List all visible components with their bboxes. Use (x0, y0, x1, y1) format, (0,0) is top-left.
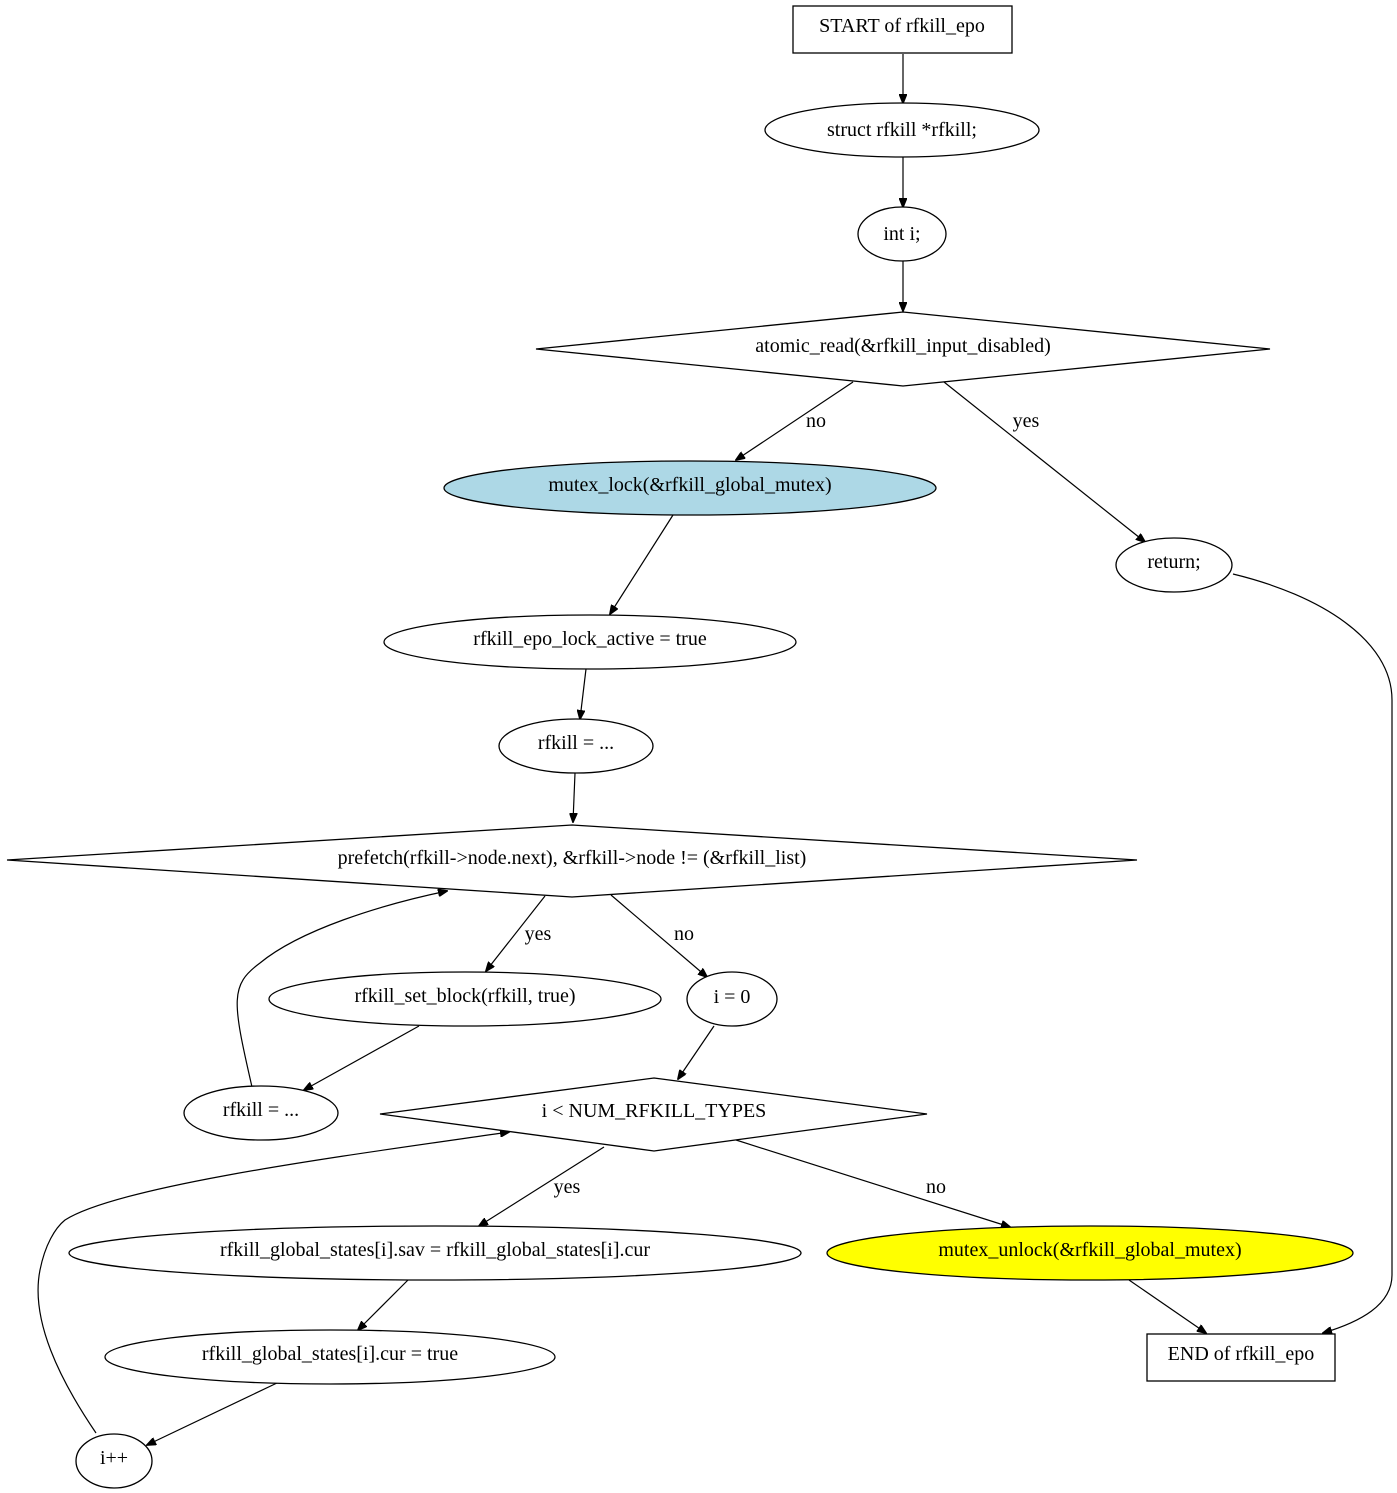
edge-label-disabled-yes: yes (1013, 410, 1040, 432)
node-mutex-lock-label: mutex_lock(&rfkill_global_mutex) (548, 474, 831, 496)
node-return: return; (1115, 537, 1233, 593)
node-start-label: START of rfkill_epo (819, 15, 985, 37)
node-lock-active-label: rfkill_epo_lock_active = true (473, 628, 707, 650)
node-i-init-label: i = 0 (714, 986, 751, 1008)
edge-cond-disabled-no (736, 381, 854, 460)
node-rfkill-next: rfkill = ... (183, 1085, 339, 1141)
node-rfkill-init-label: rfkill = ... (538, 732, 614, 754)
node-mutex-lock: mutex_lock(&rfkill_global_mutex) (443, 460, 937, 516)
node-end-label: END of rfkill_epo (1168, 1343, 1315, 1365)
node-rfkill-next-label: rfkill = ... (223, 1099, 299, 1121)
edge-sav-to-cur (358, 1279, 409, 1330)
edge-cond-types-no (735, 1139, 1010, 1227)
edge-lock-active-to-rfkill-init (580, 668, 587, 719)
node-cond-list: prefetch(rfkill->node.next), &rfkill->no… (6, 824, 1138, 898)
edge-return-to-end (1232, 573, 1393, 1333)
node-decl-rfkill: struct rfkill *rfkill; (764, 102, 1040, 158)
edges (37, 54, 1393, 1445)
node-cur-assign: rfkill_global_states[i].cur = true (104, 1329, 556, 1385)
edge-cond-list-no (610, 894, 707, 977)
edge-label-list-no: no (674, 923, 694, 945)
edge-i-inc-loop-back (37, 1132, 509, 1434)
node-i-inc-label: i++ (100, 1447, 128, 1469)
node-sav-assign: rfkill_global_states[i].sav = rfkill_glo… (68, 1225, 802, 1281)
edge-set-block-to-rfkill-next (304, 1025, 420, 1090)
edge-label-types-no: no (926, 1176, 946, 1198)
edge-label-disabled-no: no (806, 410, 826, 432)
node-start: START of rfkill_epo (792, 5, 1013, 54)
node-set-block: rfkill_set_block(rfkill, true) (268, 971, 662, 1027)
node-lock-active: rfkill_epo_lock_active = true (383, 614, 797, 670)
node-cur-assign-label: rfkill_global_states[i].cur = true (202, 1343, 458, 1365)
edge-rfkill-init-to-cond-list (573, 772, 575, 822)
node-set-block-label: rfkill_set_block(rfkill, true) (354, 985, 575, 1007)
node-return-label: return; (1147, 551, 1200, 573)
node-cond-types-label: i < NUM_RFKILL_TYPES (542, 1100, 767, 1122)
node-i-inc: i++ (75, 1433, 153, 1489)
node-decl-rfkill-label: struct rfkill *rfkill; (827, 119, 977, 141)
node-i-init: i = 0 (686, 971, 778, 1027)
node-decl-i: int i; (857, 206, 947, 262)
nodes: START of rfkill_epo struct rfkill *rfkil… (6, 5, 1354, 1489)
node-cond-types: i < NUM_RFKILL_TYPES (379, 1077, 928, 1152)
mutex-unlock-fill (826, 1225, 1354, 1281)
edge-label-types-yes: yes (554, 1176, 581, 1198)
mutex-lock-fill (443, 460, 937, 516)
node-mutex-unlock: mutex_unlock(&rfkill_global_mutex) (826, 1225, 1354, 1281)
node-cond-disabled: atomic_read(&rfkill_input_disabled) (535, 311, 1271, 387)
edge-mutex-lock-to-lock-active (610, 514, 674, 614)
edge-labels: no yes yes no yes no (525, 410, 1040, 1198)
node-cond-disabled-label: atomic_read(&rfkill_input_disabled) (755, 335, 1050, 357)
node-mutex-unlock-label: mutex_unlock(&rfkill_global_mutex) (938, 1239, 1241, 1261)
edge-cond-types-yes (479, 1146, 605, 1226)
edge-cond-disabled-yes (943, 381, 1145, 542)
edge-i-init-to-cond-types (678, 1025, 715, 1079)
edge-label-list-yes: yes (525, 923, 552, 945)
edge-rfkill-next-loop-back (236, 891, 447, 1088)
node-end: END of rfkill_epo (1146, 1333, 1336, 1382)
node-rfkill-init: rfkill = ... (498, 718, 654, 774)
node-sav-assign-label: rfkill_global_states[i].sav = rfkill_glo… (220, 1239, 650, 1261)
edge-cur-to-i-inc (147, 1382, 278, 1445)
edge-mutex-unlock-to-end (1128, 1279, 1206, 1333)
node-decl-i-label: int i; (883, 223, 920, 245)
edge-cond-list-yes (486, 895, 546, 971)
node-cond-list-label: prefetch(rfkill->node.next), &rfkill->no… (338, 847, 807, 869)
